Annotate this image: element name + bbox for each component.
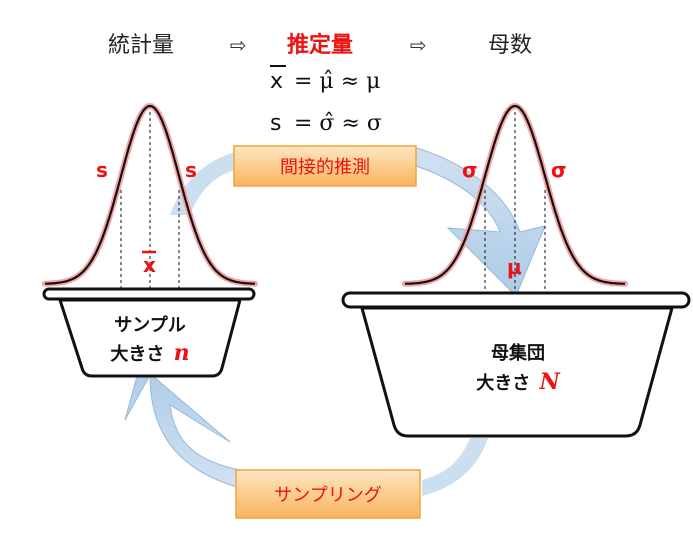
formula-sd-rhs: = σ̂ ≈ σ — [294, 111, 382, 136]
sample-size-prefix: 大きさ — [110, 343, 164, 365]
population-tub-size: 大きさ N — [476, 369, 560, 395]
inference-box-label: 間接的推測 — [280, 157, 370, 178]
population-tub-rim — [341, 291, 691, 309]
inference-box: 間接的推測 — [233, 145, 417, 187]
sample-curve — [45, 104, 255, 285]
population-size-var: N — [539, 369, 561, 395]
header-arrow-2: ⇨ — [410, 33, 427, 57]
population-tub-body — [360, 306, 674, 438]
population-size-prefix: 大きさ — [476, 372, 530, 394]
population-distribution: σ σ μ — [402, 102, 628, 289]
sample-tub-body — [58, 298, 242, 378]
sampling-box-label: サンプリング — [274, 485, 381, 506]
sample-tub-title: サンプル — [114, 314, 185, 336]
sample-size-var: n — [174, 340, 190, 366]
inference-arrow — [409, 145, 546, 297]
sampling-arrow — [124, 364, 241, 489]
header-parameter: 母数 — [488, 33, 532, 58]
population-tub-title: 母集団 — [491, 342, 545, 364]
header-statistic: 統計量 — [108, 33, 174, 58]
population-curve — [404, 104, 626, 285]
header-estimator: 推定量 — [287, 32, 353, 58]
sample-tub-rim — [42, 287, 256, 301]
sampling-arrow-tail — [422, 438, 488, 496]
sample-sd-right-label: s — [185, 158, 197, 182]
sample-tub: サンプル 大きさ n — [42, 287, 256, 378]
population-mean-label: μ — [507, 255, 522, 279]
population-sd-right-label: σ — [551, 158, 567, 182]
sample-mean-label: x — [143, 253, 156, 277]
sample-tub-size: 大きさ n — [110, 340, 189, 366]
formula-mean-rhs: = μ̂ ≈ μ — [294, 69, 380, 94]
header-arrow-1: ⇨ — [230, 33, 247, 57]
sampling-box: サンプリング — [235, 469, 421, 519]
population-tub: 母集団 大きさ N — [341, 291, 691, 438]
sample-sd-left-label: s — [96, 158, 108, 182]
sample-distribution: s s x — [42, 102, 258, 289]
formula-sd-lhs: s — [270, 111, 281, 136]
formula-mean-lhs: x — [270, 69, 283, 94]
population-sd-left-label: σ — [462, 158, 478, 182]
